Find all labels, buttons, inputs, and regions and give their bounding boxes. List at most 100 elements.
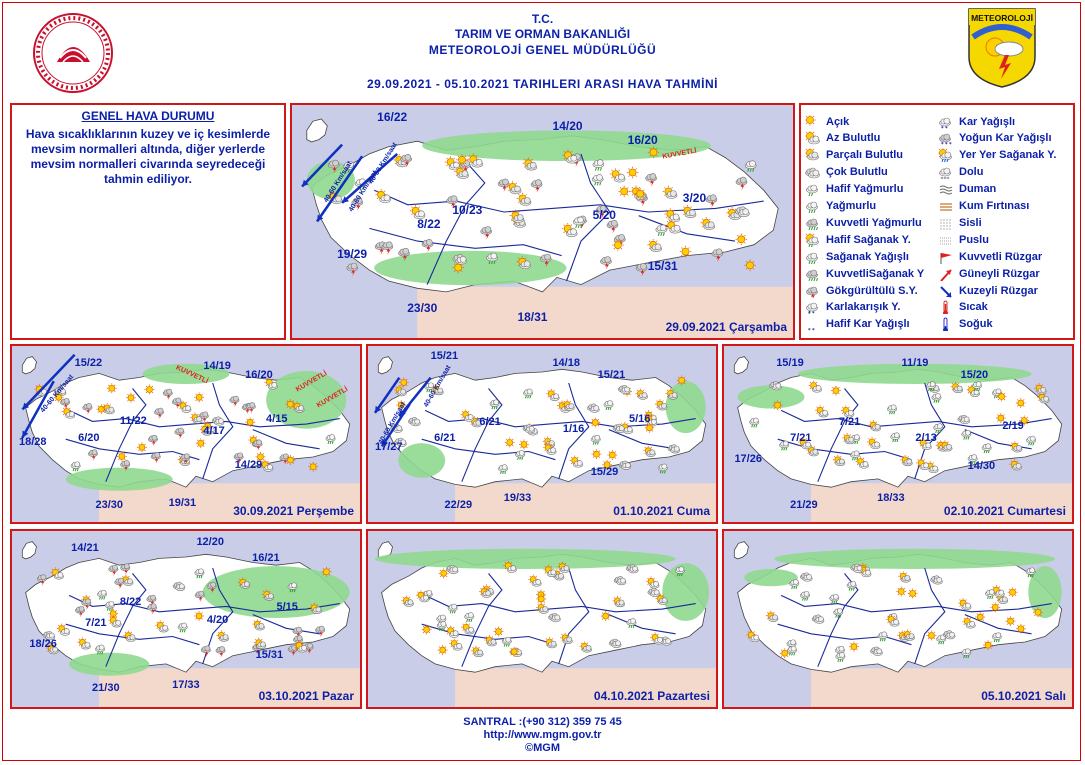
thunderstorm-icon (287, 644, 298, 657)
rain-zone (65, 467, 173, 491)
partly-cloudy-icon (394, 385, 407, 397)
thrace-land (733, 541, 749, 560)
temperature-label: 19/31 (168, 497, 197, 510)
region-boundary (65, 623, 200, 646)
thunderstorm-icon (215, 646, 226, 658)
partly-cloudy-icon (726, 207, 741, 221)
sun-icon (398, 377, 409, 388)
temperature-label: 14/30 (967, 460, 996, 473)
heavy-rain-icon (806, 218, 818, 230)
sun-icon (509, 646, 520, 657)
temperature-label: 15/21 (597, 368, 626, 381)
hot-icon (943, 300, 948, 315)
rain-zone (797, 363, 1032, 384)
sun-icon (519, 439, 529, 450)
rain-icon (877, 631, 888, 642)
temperature-label: 7/21 (838, 416, 861, 429)
region-boundary (780, 409, 1052, 428)
sun-icon (195, 438, 206, 449)
sun-cloud-icon (867, 437, 881, 450)
region-boundary (461, 573, 503, 667)
legend-label: Kuzeyli Rüzgar (959, 284, 1038, 297)
sun-icon (437, 645, 448, 655)
partly-cloudy-icon (700, 217, 716, 231)
sun-icon (321, 566, 332, 577)
cloudy-icon (613, 576, 627, 586)
thunderstorm-icon (292, 626, 303, 639)
footer-url[interactable]: http://www.mgm.gov.tr (483, 729, 602, 741)
partly-cloudy-icon (1009, 441, 1023, 453)
shower-icon (887, 404, 898, 415)
sun-icon (285, 399, 296, 410)
shower-icon (591, 174, 604, 186)
legend-item: Gökgürültülü S.Y. (805, 282, 918, 299)
partly-cloudy-icon (190, 412, 203, 424)
sun-icon (995, 413, 1006, 423)
partly-cloudy-icon (579, 641, 592, 653)
thunderstorm-icon (446, 195, 458, 209)
thunderstorm-icon (400, 153, 412, 168)
region-boundary (426, 160, 486, 285)
legend-label: Parçalı Bulutlu (826, 149, 904, 162)
shower-icon (981, 443, 992, 454)
partly-cloudy-icon (662, 185, 678, 199)
legend-label: Sisli (959, 216, 982, 229)
thunderstorm-icon (806, 286, 818, 298)
header-tc: T.C. (531, 12, 554, 26)
legend-item: Soğuk (938, 316, 993, 333)
temperature-label: 6/20 (78, 432, 100, 445)
sun-cloud-icon (445, 625, 460, 638)
snow-icon: ** (939, 117, 951, 129)
legend-item: KuvvetliSağanak Y (805, 265, 924, 282)
partly-cloudy-icon (940, 440, 953, 452)
temperature-label: 5/20 (592, 207, 616, 222)
partly-cloudy-icon (309, 602, 322, 615)
rain-zone (744, 568, 798, 587)
thunderstorm-icon (81, 598, 92, 610)
partly-cloudy-icon (120, 574, 134, 586)
sun-icon (634, 188, 647, 200)
temperature-label: 11/22 (119, 414, 147, 427)
thunderstorm-icon (398, 247, 410, 262)
sun-icon (1005, 616, 1016, 627)
shower-icon (590, 434, 601, 445)
sun-icon (983, 640, 993, 651)
partly-cloudy-icon (647, 239, 663, 253)
sun-icon (647, 146, 660, 159)
temperature-label: 15/22 (74, 356, 103, 369)
thunderstorm-icon (180, 453, 191, 465)
partly-cloudy-icon (898, 571, 911, 583)
map-date: 02.10.2021 Cumartesi (943, 504, 1066, 518)
rain-icon (829, 593, 840, 604)
sun-cloud-icon (61, 406, 76, 419)
sun-cloud-icon (991, 585, 1005, 598)
footer-copyright: ©MGM (525, 742, 560, 754)
shower-icon (104, 600, 115, 611)
sun-cloud-icon (77, 637, 91, 650)
temperature-label: 18/26 (29, 638, 57, 651)
sun-icon (456, 153, 468, 166)
sandstorm-icon (940, 203, 952, 211)
temperature-label: 21/30 (92, 682, 120, 695)
sun-icon (245, 417, 256, 428)
sun-icon (990, 602, 1001, 613)
temperature-label: 14/21 (71, 541, 99, 554)
thunderstorm-icon (120, 563, 131, 575)
legend-label: Sağanak Yağışlı (826, 250, 909, 263)
sun-cloud-icon (665, 219, 682, 234)
temperature-label: 6/21 (479, 416, 501, 429)
region-boundary (565, 153, 611, 282)
rain-icon (1025, 567, 1036, 578)
rain-icon (655, 224, 668, 236)
sun-cloud-icon (644, 414, 658, 427)
sun-icon (676, 375, 687, 386)
cloudy-icon (548, 612, 561, 623)
shower-icon (806, 252, 818, 264)
svg-text:*: * (941, 142, 944, 145)
cloudy-icon (811, 614, 825, 624)
thunderstorm-icon (705, 194, 718, 208)
sun-icon (590, 417, 601, 428)
shower-icon (926, 381, 937, 392)
sun-cloud-icon (569, 455, 584, 468)
